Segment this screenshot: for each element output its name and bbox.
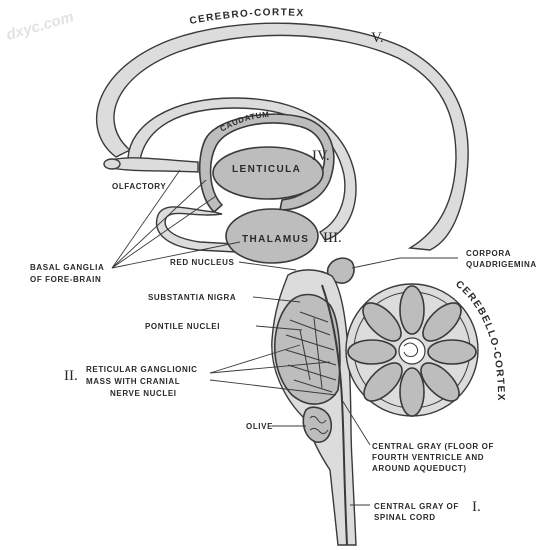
label-reticular-3: NERVE NUCLEI <box>110 389 177 398</box>
thalamus-nucleus <box>225 208 319 264</box>
lenticula-nucleus <box>212 146 324 200</box>
numeral-v: V. <box>371 30 384 46</box>
label-lenticula: LENTICULA <box>232 164 301 175</box>
label-spinal-2: SPINAL CORD <box>374 513 436 522</box>
label-basal-ganglia-2: OF FORE-BRAIN <box>30 275 101 284</box>
label-olive: OLIVE <box>246 422 273 431</box>
cerebro-cortex-band <box>95 22 469 251</box>
label-thalamus: THALAMUS <box>242 234 309 245</box>
label-corpora-1: CORPORA <box>466 249 511 258</box>
numeral-iv: IV. <box>312 148 330 164</box>
numeral-i: I. <box>472 499 481 515</box>
leader-lines <box>111 169 458 506</box>
cerebellum <box>345 283 479 417</box>
label-basal-ganglia-1: BASAL GANGLIA <box>30 263 104 272</box>
label-central-gray-3: AROUND AQUEDUCT) <box>372 464 467 473</box>
label-reticular-2: MASS WITH CRANIAL <box>86 377 180 386</box>
label-olfactory: OLFACTORY <box>112 182 166 191</box>
numeral-iii: III. <box>323 230 342 246</box>
label-reticular-1: RETICULAR GANGLIONIC <box>86 365 198 374</box>
olive-folds <box>309 415 329 435</box>
label-central-gray-2: FOURTH VENTRICLE AND <box>372 453 484 462</box>
label-red-nucleus: RED NUCLEUS <box>170 258 234 267</box>
watermark-text: dxyc.com <box>4 8 75 43</box>
label-central-gray-1: CENTRAL GRAY (FLOOR OF <box>372 442 494 451</box>
label-substantia-nigra: SUBSTANTIA NIGRA <box>148 293 236 302</box>
olive <box>302 406 332 443</box>
olfactory-tract <box>111 157 199 173</box>
olfactory-bulb <box>103 158 121 170</box>
numeral-ii: II. <box>64 368 78 384</box>
callosum-band <box>127 97 357 241</box>
label-spinal-1: CENTRAL GRAY OF <box>374 502 459 511</box>
label-pontile-nuclei: PONTILE NUCLEI <box>145 322 220 331</box>
label-corpora-2: QUADRIGEMINA <box>466 260 537 269</box>
